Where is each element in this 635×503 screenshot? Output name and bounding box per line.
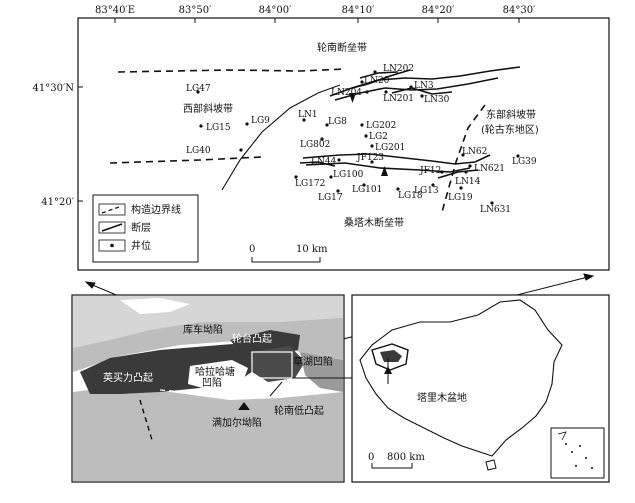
label-lunnan-fault: 轮南断垒带 (317, 41, 367, 54)
structural-boundaries (109, 68, 486, 213)
svg-text:井位: 井位 (131, 239, 151, 252)
lunnan-fault-arrow (349, 93, 356, 103)
west-boundary-line (221, 84, 341, 191)
well-label: LG19 (448, 193, 473, 203)
china-scalebar: 0 800 km (368, 452, 425, 469)
well-label: LG802 (300, 140, 330, 150)
china-outline (359, 299, 563, 457)
well-label: LN30 (424, 95, 450, 105)
legend-item-fault: 断层 (98, 221, 151, 234)
label-sangtamu-fault: 桑塔木断垒带 (344, 216, 404, 229)
tarim-pointer-arrow (384, 366, 392, 374)
south-china-sea-inset (550, 427, 605, 479)
lon-tick-label-2: 84°00′ (259, 5, 292, 16)
well-label: JF123 (356, 153, 384, 163)
well-label: LG100 (333, 170, 364, 180)
lunnan-fault-lines (329, 66, 521, 101)
label-halahatang-sub: 凹陷 (202, 376, 222, 389)
halahatang-area (188, 360, 248, 390)
label-east-slope: 东部斜坡带 (486, 108, 536, 121)
lon-tick-label-4: 84°20′ (422, 5, 455, 16)
sangtamu-fault-arrow (381, 166, 388, 176)
svg-text:构造边界线: 构造边界线 (131, 203, 181, 216)
svg-text:断层: 断层 (131, 221, 151, 234)
well-label: LG13 (414, 186, 439, 196)
well-label: JF12 (419, 166, 441, 176)
legend-item-well: 井位 (98, 239, 151, 252)
well-label: LG2 (369, 132, 388, 142)
well-label: LN621 (474, 164, 505, 174)
lat-tick-label-0: 41°30′N (33, 83, 75, 94)
well-label: LG18 (398, 191, 423, 201)
well-label: LG39 (512, 157, 537, 167)
label-caohu: 草湖凹陷 (293, 355, 333, 368)
label-east-slope-sub: (轮古东地区) (481, 123, 539, 136)
top-scalebar: 0 10 km (249, 244, 328, 263)
well-label: LN62 (462, 147, 487, 157)
well-label: LN1 (298, 110, 318, 120)
lon-tick-label-1: 83°50′ (179, 5, 212, 16)
label-halahatang: 哈拉哈塘 (195, 365, 235, 378)
well-dots (196, 70, 520, 205)
well-label: LG17 (318, 193, 343, 203)
well-label: LG201 (375, 143, 405, 153)
well-label: LN20 (364, 76, 390, 86)
study-area-box (251, 351, 293, 379)
inset-coast (557, 431, 567, 441)
kuqa-white-patch (120, 298, 190, 314)
well-label: LN202 (383, 64, 414, 74)
lon-tick-label-0: 83°40′E (95, 5, 135, 16)
well-label: LG15 (206, 123, 231, 133)
sangtamu-fault-lines (299, 153, 491, 179)
svg-text:0: 0 (368, 452, 374, 463)
well-label: LG9 (251, 116, 270, 126)
well-label: LN201 (383, 94, 414, 104)
well-label: LN3 (414, 81, 434, 91)
label-lunnan-low: 轮南低凸起 (274, 404, 324, 417)
well-label: LN631 (480, 205, 511, 215)
tarim-basin-fill (380, 350, 402, 362)
label-yingmaili: 英买力凸起 (103, 371, 153, 384)
hainan-island (485, 459, 497, 471)
well-label: LG8 (328, 117, 347, 127)
lunnan-pointer (269, 381, 283, 397)
label-luntai: 轮台凸起 (232, 332, 272, 345)
well-label: LG101 (352, 185, 382, 195)
well-label: LN14 (455, 177, 481, 187)
well-label: LN44 (311, 157, 337, 167)
well-label: LG40 (186, 146, 211, 156)
label-kuqa: 库车坳陷 (183, 323, 223, 336)
lon-tick-marks (78, 18, 520, 202)
well-label: LG202 (366, 121, 396, 131)
svg-text:0: 0 (249, 244, 255, 255)
well-label: LG47 (186, 84, 211, 94)
lon-tick-label-5: 84°30′ (503, 5, 536, 16)
basin-dashed-boundary (139, 399, 153, 441)
caohu-depression (300, 352, 343, 392)
north-arrow-icon (238, 402, 250, 410)
well-label: LN204 (331, 88, 362, 98)
svg-text:800 km: 800 km (387, 452, 425, 463)
basin-dashed-boundary-2 (159, 389, 251, 395)
svg-text:10 km: 10 km (296, 244, 328, 255)
legend-item-boundary: 构造边界线 (98, 203, 181, 216)
lon-tick-label-3: 84°10′ (342, 5, 375, 16)
manjiaer-depression (73, 386, 343, 481)
lunnan-low-uplift (250, 346, 305, 382)
label-west-slope: 西部斜坡带 (183, 102, 233, 115)
inset-islands (565, 443, 593, 469)
label-manjiaer: 满加尔坳陷 (212, 416, 262, 429)
label-tarim: 塔里木盆地 (417, 391, 467, 404)
well-label: LG172 (295, 179, 325, 189)
lat-tick-label-1: 41°20′ (41, 197, 74, 208)
